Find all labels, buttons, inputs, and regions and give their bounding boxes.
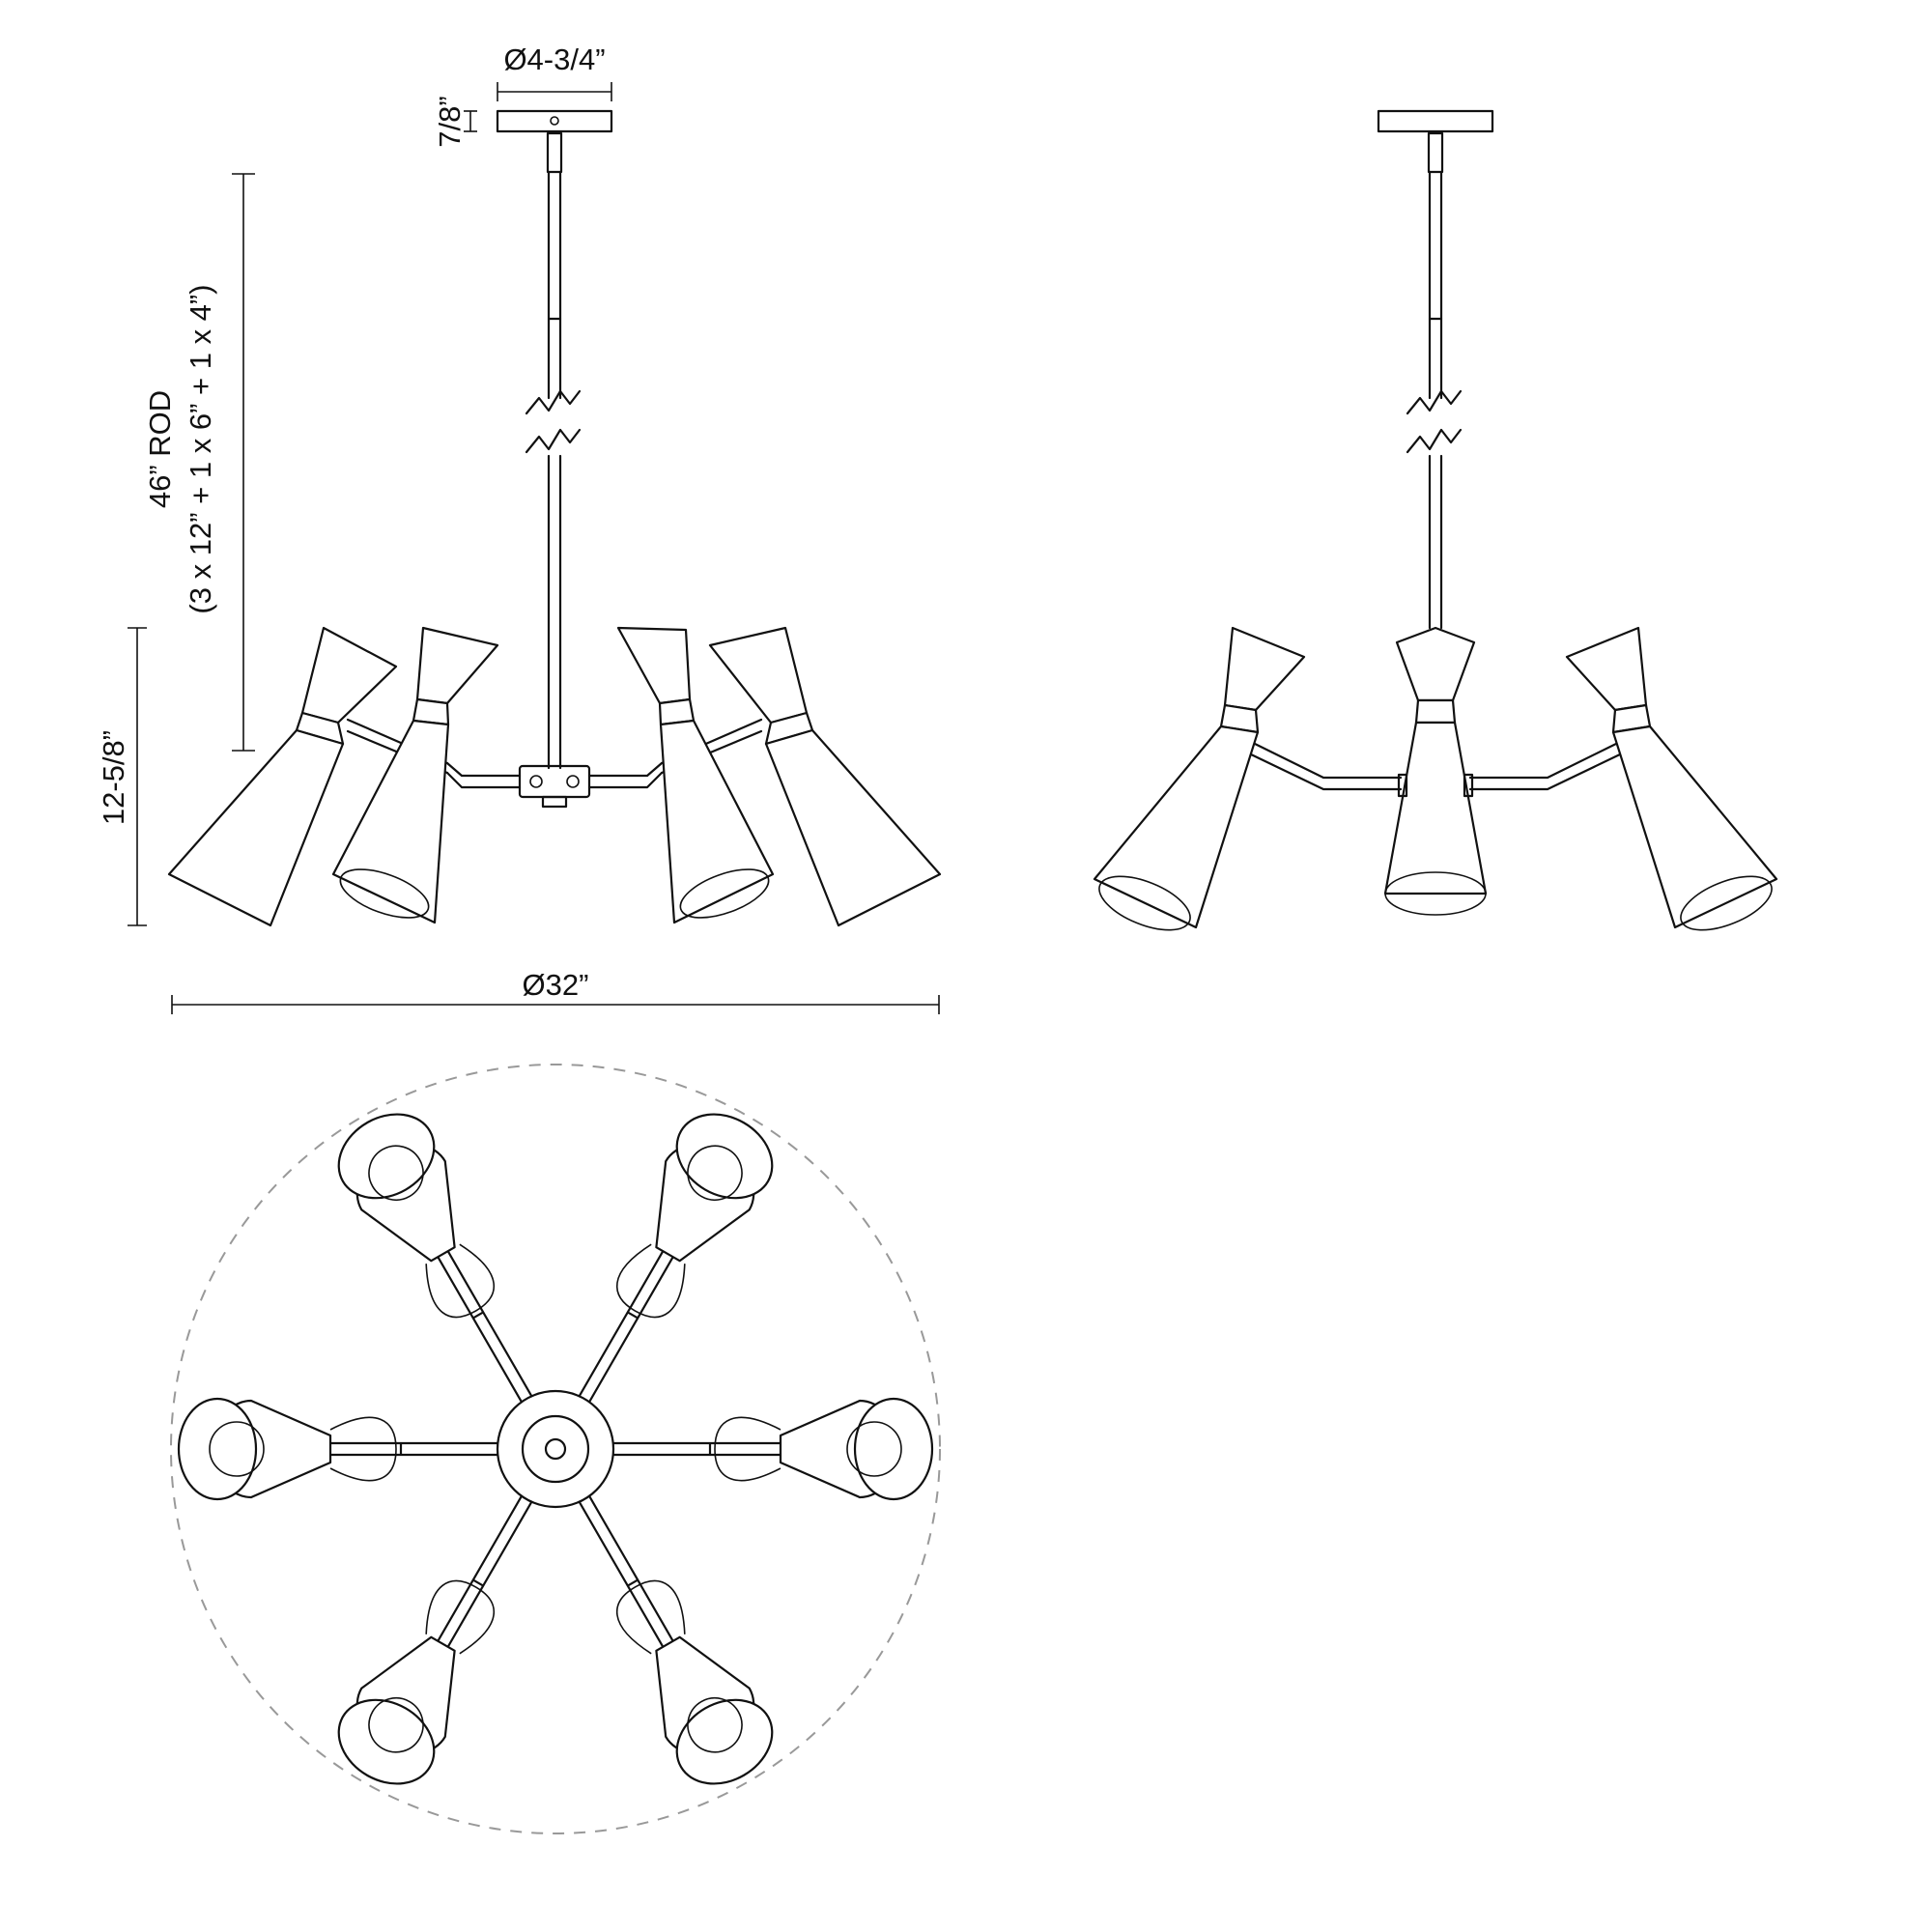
canopy-diameter-label: Ø4-3/4” [503,43,605,76]
side-shade-left [1093,626,1306,931]
rod-length-dimension: 46” ROD (3 x 12” + 1 x 6” + 1 x 4”) [143,173,255,752]
side-shade-center [1383,626,1488,916]
canopy-coupler [546,131,563,174]
side-canopy-coupler [1427,131,1444,174]
canopy [496,109,613,133]
canopy-height-dimension: 7/8” [433,96,477,148]
canopy-screw [550,116,559,126]
plan-hub-center [544,1437,567,1461]
front-shade-3 [616,626,775,924]
plan-shade-upper-right [615,1113,774,1319]
fixture-height-dimension: 12-5/8” [97,627,147,926]
top-plan-view [170,1064,941,1834]
overall-diameter-label: Ø32” [523,968,589,1002]
overall-diameter-dimension: Ø32” [171,968,940,1014]
plan-shade-lower-left [337,1579,496,1785]
side-canopy [1377,109,1494,133]
front-shade-1 [167,626,398,927]
plan-shade-upper-left [337,1113,496,1319]
plan-shade-right [714,1397,934,1501]
downrod [525,170,582,770]
plan-hub-inner [521,1414,590,1484]
fixture-height-label: 12-5/8” [97,730,130,825]
side-shade-right [1565,626,1778,931]
canopy-diameter-dimension: Ø4-3/4” [497,43,612,101]
front-shade-4 [708,626,942,927]
side-downrod [1406,170,1463,630]
rod-breakdown-label: (3 x 12” + 1 x 6” + 1 x 4”) [184,284,217,613]
side-elevation-view [1093,109,1778,931]
hub-bottom [541,795,568,809]
canopy-height-label: 7/8” [433,96,467,147]
overall-diameter-circle [170,1064,941,1834]
plan-hub-outer [496,1389,615,1509]
front-elevation-view: Ø4-3/4” 7/8” 46” ROD (3 x 12” + 1 x 6” +… [97,43,942,1014]
front-shade-2 [331,626,499,924]
plan-shade-left [177,1397,397,1501]
plan-shade-lower-right [615,1579,774,1785]
plan-arms [327,1248,784,1650]
rod-length-label: 46” ROD [143,390,177,508]
side-arms [1247,740,1624,791]
